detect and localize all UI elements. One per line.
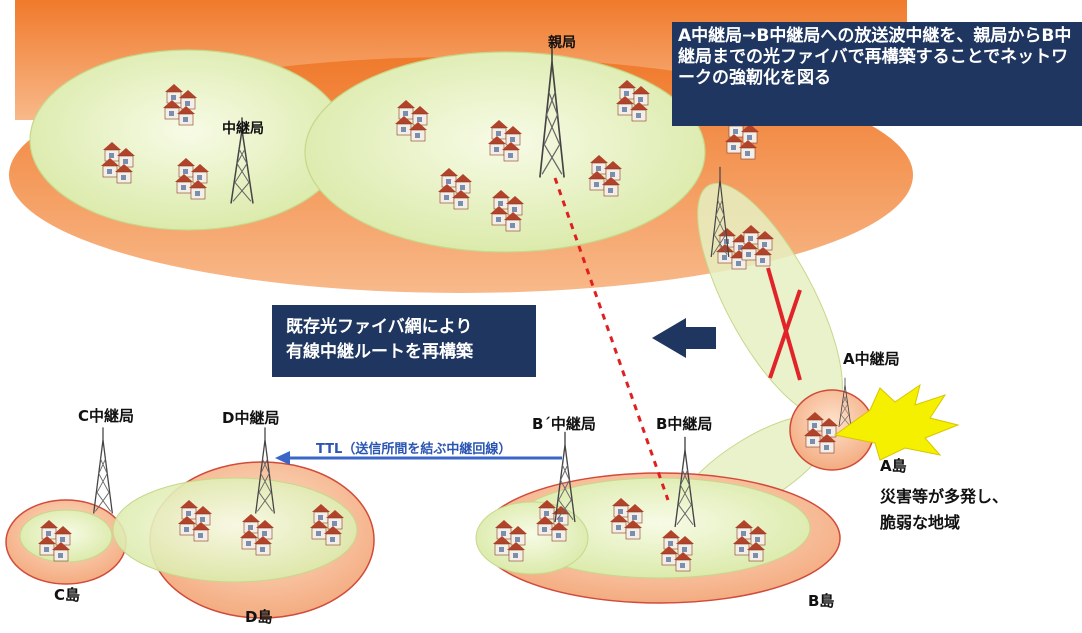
d-station-label: D中継局 xyxy=(222,409,280,427)
disaster-note-line2: 脆弱な地域 xyxy=(880,513,961,532)
b-station-label: B中継局 xyxy=(656,415,713,433)
ttl-arrow xyxy=(275,451,562,465)
island-b-prime-coverage xyxy=(475,501,589,575)
a-station-label: A中継局 xyxy=(843,350,900,368)
disaster-note-line1: 災害等が多発し、 xyxy=(880,487,1009,506)
fiber-reroute-callout-line2: 有線中継ルートを再構築 xyxy=(286,342,473,362)
b-prime-station-label: B´中継局 xyxy=(532,415,596,433)
island-c-label: C島 xyxy=(54,586,81,604)
relay-station-label: 中継局 xyxy=(222,121,264,137)
fiber-route-line xyxy=(553,177,670,501)
fiber-reroute-callout-line1: 既存光ファイバ網により xyxy=(286,317,473,337)
ttl-label: TTL（送信所間を結ぶ中継回線） xyxy=(316,442,512,457)
island-a-label: A島 xyxy=(880,457,907,475)
fiber-reroute-callout: 既存光ファイバ網により 有線中継ルートを再構築 xyxy=(272,305,536,377)
disaster-burst-icon xyxy=(833,383,960,461)
island-d-label: D島 xyxy=(245,608,273,626)
d-coverage-area xyxy=(112,477,358,583)
island-b-label: B島 xyxy=(808,592,835,610)
reroute-arrow-icon xyxy=(652,318,716,358)
disaster-note: 災害等が多発し、 脆弱な地域 xyxy=(880,484,1008,536)
relay-coverage-area xyxy=(29,49,347,231)
main-station-label: 親局 xyxy=(548,35,576,51)
top-callout: A中継局→B中継局への放送波中継を、親局からB中継局までの光ファイバで再構築する… xyxy=(672,22,1082,126)
broken-link-cross-mark xyxy=(766,267,802,381)
c-station-label: C中継局 xyxy=(78,407,135,425)
